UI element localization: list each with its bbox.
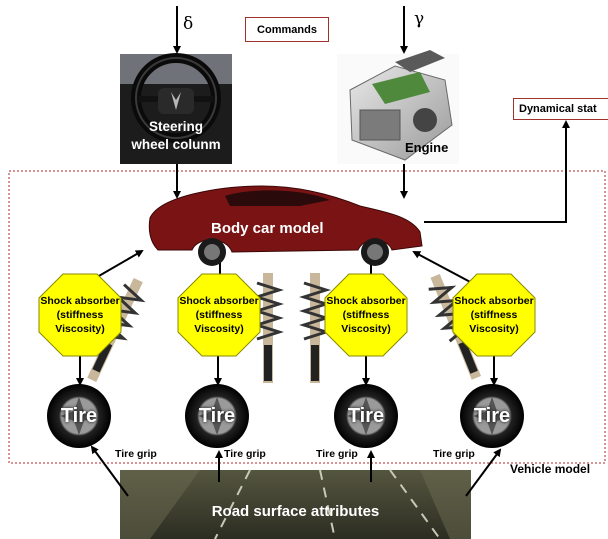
tire-2-label: Tire xyxy=(198,404,236,427)
body-shock4-arrow xyxy=(412,251,475,285)
tire-wheel-icon xyxy=(47,384,111,448)
shock-spring-image-3 xyxy=(299,273,331,383)
shock-absorber-1-line3: Viscosity) xyxy=(55,323,105,335)
shock-absorber-2-line2: (stiffness xyxy=(195,309,243,321)
tire-4-label: Tire xyxy=(473,404,511,427)
commands-box: Commands xyxy=(245,17,329,42)
shock-absorber-3: Shock absorber (stiffness Viscosity) xyxy=(324,273,408,357)
shock-absorber-4-line3: Viscosity) xyxy=(469,323,519,335)
shock-absorber-3-line2: (stiffness xyxy=(342,309,390,321)
shock-absorber-4-line1: Shock absorber xyxy=(454,295,534,307)
road-surface-image xyxy=(120,469,471,539)
tire-1-label: Tire xyxy=(60,404,98,427)
engine-image xyxy=(337,50,459,164)
gamma-symbol: γ xyxy=(414,9,425,29)
tire-1: Tire xyxy=(46,383,112,449)
road-tire1-arrow xyxy=(90,445,129,497)
dynamical-state-arrow xyxy=(424,120,570,223)
tire-3: Tire xyxy=(333,383,399,449)
shock-absorber-2-line3: Viscosity) xyxy=(194,323,244,335)
road-tire4-arrow xyxy=(465,448,502,497)
tire-grip-label-4: Tire grip xyxy=(433,448,475,460)
engine-label: Engine xyxy=(405,140,449,155)
shock-absorber-4-line2: (stiffness xyxy=(470,309,518,321)
shock-absorber-1: Shock absorber (stiffness Viscosity) xyxy=(38,273,122,357)
steering-wheel-image xyxy=(120,53,232,164)
dynamical-state-box: Dynamical stat xyxy=(513,98,608,120)
delta-symbol: δ xyxy=(183,14,194,34)
shock-absorber-4: Shock absorber (stiffness Viscosity) xyxy=(452,273,536,357)
vehicle-model-label: Vehicle model xyxy=(510,462,591,476)
shock-absorber-2-line1: Shock absorber xyxy=(179,295,259,307)
vehicle-model-boundary xyxy=(8,170,606,464)
tire-wheel-icon xyxy=(460,384,524,448)
tire-grip-label-2: Tire grip xyxy=(224,448,266,460)
steering-label-line1: Steering xyxy=(148,119,203,134)
shock-absorber-2: Shock absorber (stiffness Viscosity) xyxy=(177,273,261,357)
car-body-image xyxy=(148,185,423,266)
road-surface-label: Road surface attributes xyxy=(211,503,380,520)
tire-wheel-icon xyxy=(185,384,249,448)
tire-grip-label-3: Tire grip xyxy=(316,448,358,460)
tire-wheel-icon xyxy=(334,384,398,448)
tire-2: Tire xyxy=(184,383,250,449)
body-car-label: Body car model xyxy=(211,220,324,237)
shock-absorber-1-line2: (stiffness xyxy=(56,309,104,321)
tire-4: Tire xyxy=(459,383,525,449)
shock-absorber-1-line1: Shock absorber xyxy=(40,295,120,307)
shock-absorber-3-line1: Shock absorber xyxy=(326,295,406,307)
tire-grip-label-1: Tire grip xyxy=(115,448,157,460)
tire-3-label: Tire xyxy=(347,404,385,427)
steering-label-line2: wheel colunm xyxy=(131,137,221,152)
shock-absorber-3-line3: Viscosity) xyxy=(341,323,391,335)
steering-label: Steering wheel colunm xyxy=(120,118,232,154)
